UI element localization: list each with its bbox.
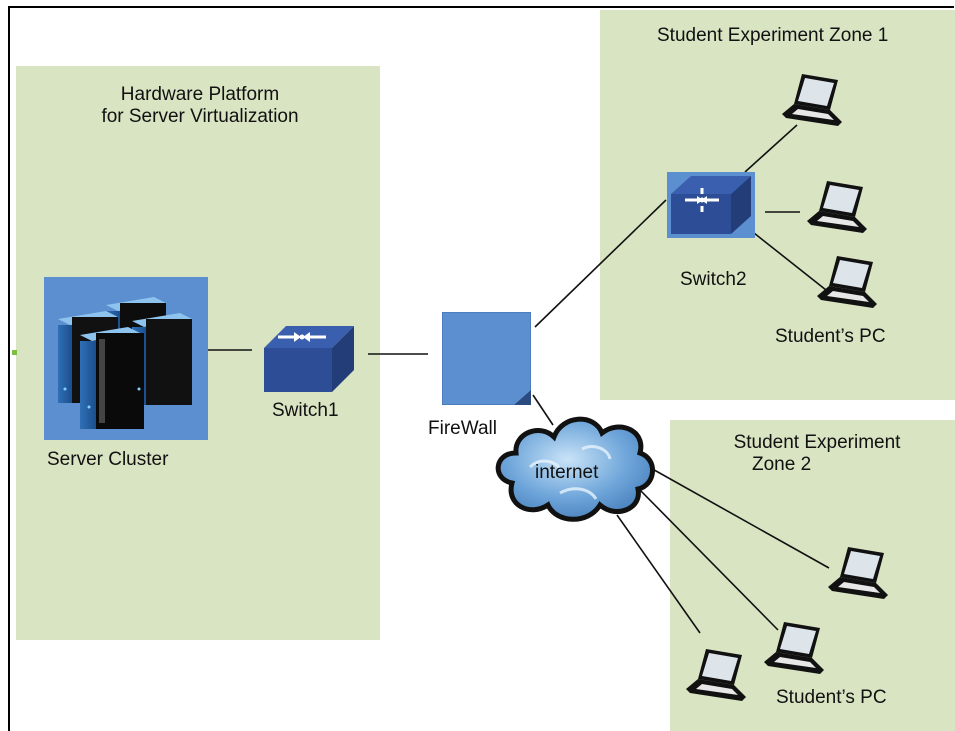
experiment-zone-2-title-line1: Student Experiment [733, 432, 901, 453]
laptop-icon [817, 256, 877, 308]
link-internet-pc6 [616, 514, 701, 634]
link-internet-pc5 [639, 489, 779, 631]
server-cluster-icon [44, 277, 208, 440]
hardware-platform-title: Hardware Platform for Server Virtualizat… [70, 84, 330, 128]
internet-label: internet [535, 462, 599, 483]
link-switch2-pc1 [744, 124, 798, 173]
diagram-frame [8, 6, 954, 731]
switch1-label: Switch1 [272, 400, 339, 421]
switch1-icon [264, 326, 354, 392]
laptop-icon [828, 547, 888, 599]
link-switch2-pc3 [753, 232, 827, 291]
hardware-platform-title-line2: for Server Virtualization [101, 106, 299, 127]
experiment-zone-1-title: Student Experiment Zone 1 [657, 25, 889, 46]
firewall-icon [442, 312, 531, 405]
laptop-icon [764, 622, 824, 674]
server-cluster-label: Server Cluster [47, 449, 169, 470]
link-firewall-switch2 [534, 199, 667, 328]
cloud-icon [495, 416, 655, 522]
laptop-icon [686, 649, 746, 701]
zone1-pcs-label: Student’s PC [775, 326, 886, 347]
zone2-pcs-label: Student’s PC [776, 687, 887, 708]
experiment-zone-1 [600, 10, 955, 400]
experiment-zone-2-title-line2: Zone 2 [752, 454, 812, 475]
firewall-label: FireWall [428, 418, 497, 439]
laptop-icon [807, 181, 867, 233]
switch2-label: Switch2 [680, 269, 747, 290]
laptop-icon [782, 74, 842, 126]
edge-marker [12, 350, 17, 355]
experiment-zone-2-title: Student Experiment Zone 2 [712, 432, 922, 476]
link-firewall-internet [532, 394, 554, 426]
switch2-icon [667, 172, 755, 238]
hardware-platform-title-line1: Hardware Platform [120, 84, 280, 105]
link-internet-pc4 [639, 461, 830, 569]
